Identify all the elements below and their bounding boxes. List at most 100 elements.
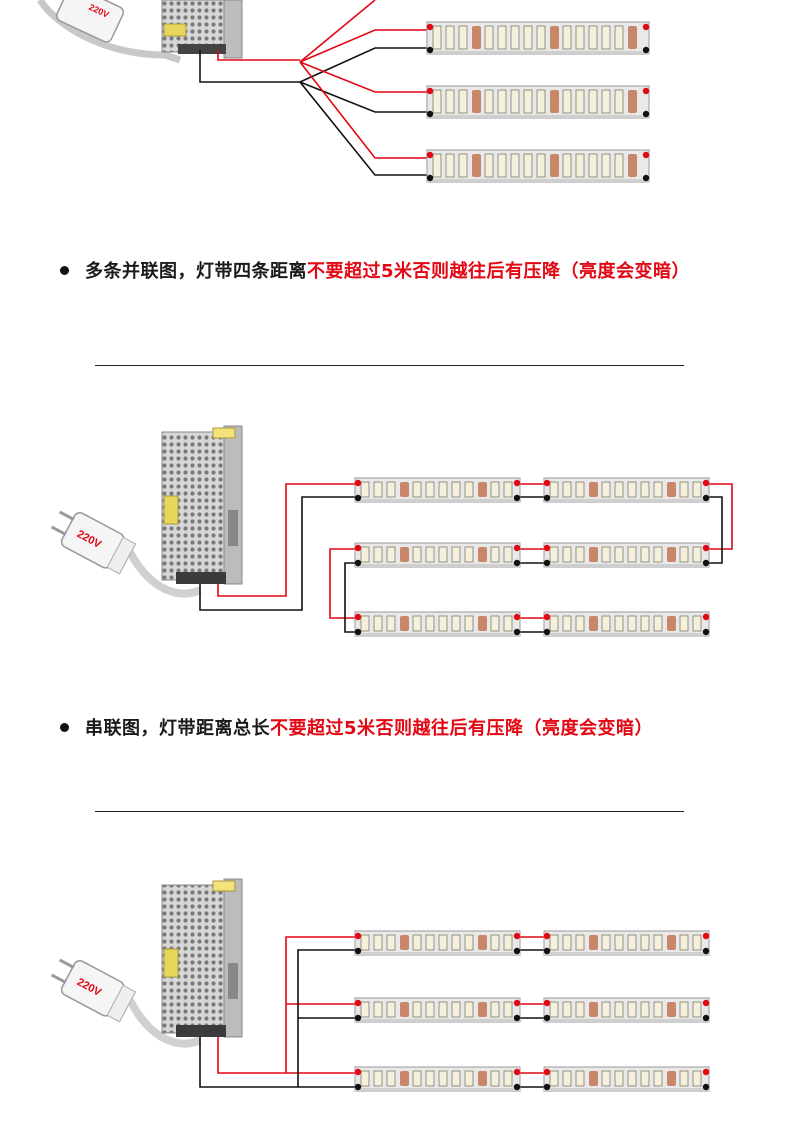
led-chip (458, 25, 468, 50)
led-chip (640, 1070, 650, 1087)
resistor (589, 482, 598, 497)
positive-terminal (543, 999, 551, 1007)
negative-terminal (513, 494, 521, 502)
resistor (400, 935, 409, 950)
power-plug-icon: 220V (37, 0, 182, 64)
led-chip (549, 481, 559, 498)
led-chip (692, 481, 702, 498)
led-chip (588, 25, 598, 50)
led-chip (562, 615, 572, 632)
resistor (667, 935, 676, 950)
led-chip (627, 1001, 637, 1018)
led-chip (653, 1001, 663, 1018)
led-chip (601, 934, 611, 951)
led-chip (386, 481, 396, 498)
led-chip (679, 615, 689, 632)
resistor (400, 1071, 409, 1086)
led-chip (425, 1001, 435, 1018)
led-chip (575, 1070, 585, 1087)
led-chip (601, 89, 611, 114)
led-chip (601, 153, 611, 178)
led-chip (562, 481, 572, 498)
section-divider (95, 811, 684, 812)
caption-parallel-multi: 多条并联图，灯带四条距离不要超过5米否则越往后有压降（亮度会变暗） (60, 257, 690, 283)
resistor (628, 90, 637, 113)
led-chip (640, 934, 650, 951)
led-chip (412, 1001, 422, 1018)
led-chip (692, 934, 702, 951)
led-chip (562, 153, 572, 178)
led-chip (386, 934, 396, 951)
resistor (667, 482, 676, 497)
led-chip (653, 934, 663, 951)
resistor (550, 26, 559, 49)
led-chip (451, 615, 461, 632)
led-chip (614, 481, 624, 498)
led-chip (503, 615, 513, 632)
led-chip (588, 89, 598, 114)
led-chip (640, 615, 650, 632)
led-chip (360, 546, 370, 563)
resistor (628, 26, 637, 49)
led-chip (360, 615, 370, 632)
negative-terminal (702, 1014, 710, 1022)
bullet-icon (60, 266, 69, 275)
led-chip (425, 1070, 435, 1087)
negative-terminal (702, 628, 710, 636)
led-chip (412, 1070, 422, 1087)
led-chip (458, 153, 468, 178)
led-chip (503, 1070, 513, 1087)
led-chip (464, 481, 474, 498)
resistor (478, 616, 487, 631)
positive-terminal (543, 932, 551, 940)
led-chip (614, 25, 624, 50)
led-chip (601, 615, 611, 632)
negative-terminal (426, 110, 434, 118)
led-chip (562, 89, 572, 114)
positive-terminal (354, 1068, 362, 1076)
led-chip (386, 1070, 396, 1087)
led-chip (425, 615, 435, 632)
led-chip (432, 153, 442, 178)
led-chip (575, 934, 585, 951)
led-chip (653, 615, 663, 632)
led-chip (614, 934, 624, 951)
led-chip (438, 934, 448, 951)
series-diagram: 220V (50, 425, 733, 637)
led-strip (354, 1066, 521, 1092)
led-chip (692, 546, 702, 563)
led-strip (426, 149, 650, 183)
led-chip (484, 89, 494, 114)
resistor (478, 935, 487, 950)
led-chip (562, 1001, 572, 1018)
led-chip (614, 1070, 624, 1087)
resistor (589, 1071, 598, 1086)
negative-terminal (642, 174, 650, 182)
negative-terminal (513, 1083, 521, 1091)
negative-terminal (513, 628, 521, 636)
resistor (667, 616, 676, 631)
led-chip (386, 1001, 396, 1018)
negative-terminal (513, 947, 521, 955)
led-strip (543, 997, 710, 1023)
led-chip (464, 1001, 474, 1018)
led-chip (575, 89, 585, 114)
positive-terminal (543, 479, 551, 487)
led-chip (464, 546, 474, 563)
led-chip (451, 481, 461, 498)
led-chip (497, 25, 507, 50)
led-chip (510, 25, 520, 50)
negative-terminal (543, 628, 551, 636)
led-chip (373, 1001, 383, 1018)
positive-terminal (642, 87, 650, 95)
led-chip (549, 615, 559, 632)
led-chip (523, 25, 533, 50)
negative-terminal (354, 494, 362, 502)
led-chip (490, 1070, 500, 1087)
positive-terminal (426, 151, 434, 159)
led-chip (679, 934, 689, 951)
positive-terminal (513, 613, 521, 621)
led-chip (445, 89, 455, 114)
led-chip (679, 1001, 689, 1018)
